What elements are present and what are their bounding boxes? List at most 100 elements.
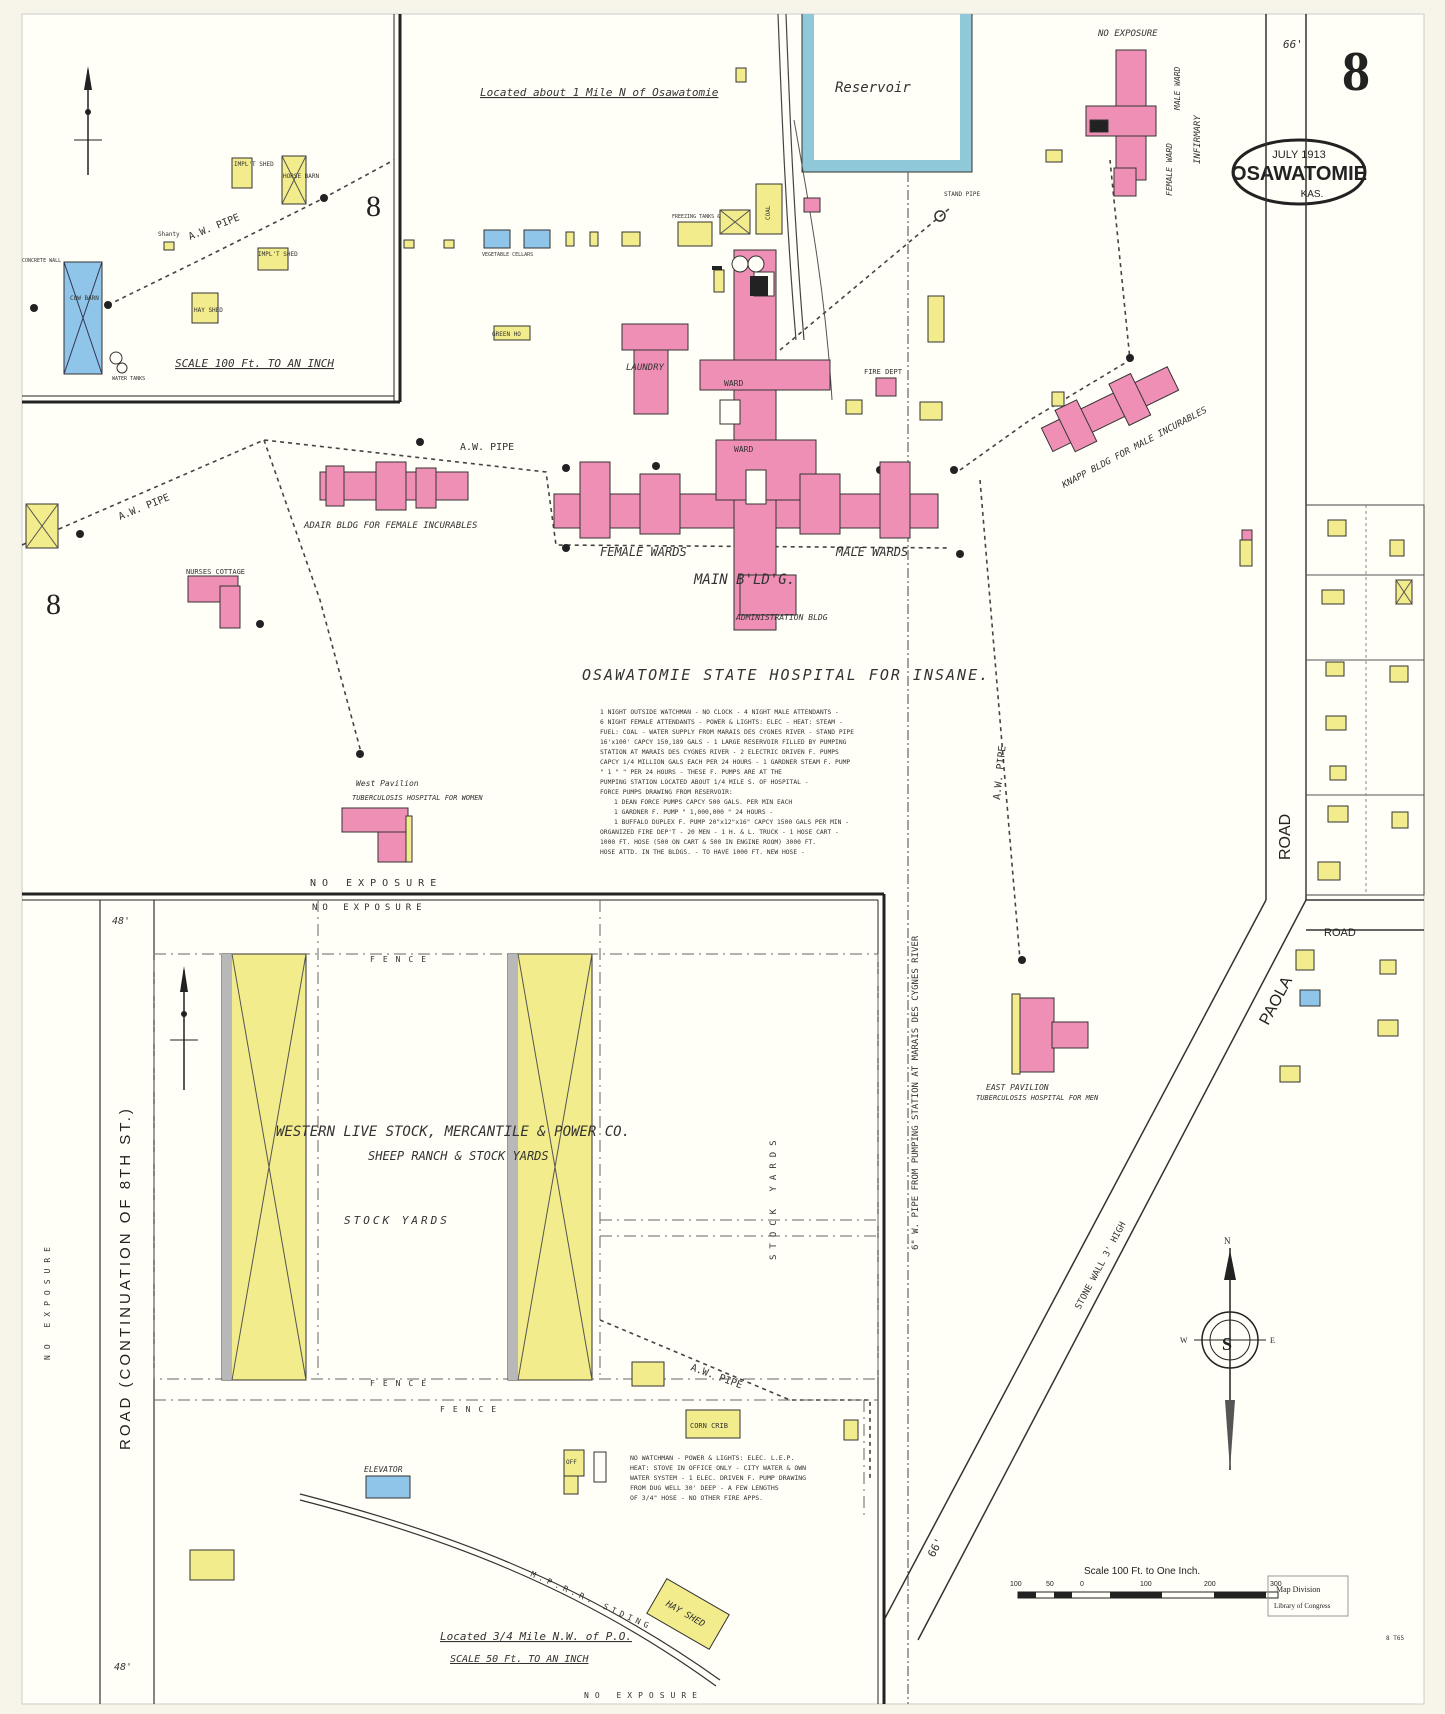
hospital-note-2: FUEL: COAL - WATER SUPPLY FROM MARAIS DE…: [600, 729, 854, 736]
pipe-west: [21, 439, 951, 549]
inset-water-pipe: [107, 159, 395, 306]
ranch-note-1: HEAT: STOVE IN OFFICE ONLY - CITY WATER …: [630, 1464, 806, 1472]
stamp-line-2: Library of Congress: [1274, 1602, 1331, 1610]
sheet-code: 8 T65: [1386, 1635, 1404, 1642]
ranch-note-4: OF 3/4" HOSE - NO OTHER FIRE APPS.: [630, 1494, 763, 1502]
laundry-label: LAUNDRY: [626, 363, 665, 373]
sheet-date: JULY 1913: [1272, 149, 1325, 161]
state-name: KAS.: [1301, 189, 1324, 200]
ranch-note-2: WATER SYSTEM - 1 ELEC. DRIVEN F. PUMP DR…: [630, 1474, 806, 1482]
sheep-shed-west: [221, 953, 307, 1381]
railway-siding: [299, 1493, 721, 1681]
fence-label-top: FENCE: [370, 955, 434, 964]
width-66-top: 66': [1283, 38, 1303, 51]
hospital-notes: 1 NIGHT OUTSIDE WATCHMAN - NO CLOCK - 4 …: [600, 709, 854, 856]
city-cartouche: JULY 1913 OSAWATOMIE KAS.: [1231, 138, 1367, 206]
hospital-title: OSAWATOMIE STATE HOSPITAL FOR INSANE.: [582, 666, 990, 684]
coal-label: COAL: [765, 205, 772, 220]
vegetable-cellars-label: VEGETABLE CELLARS: [482, 252, 533, 258]
hospital-note-8: FORCE PUMPS DRAWING FROM RESERVOIR:: [600, 789, 733, 796]
scale-tick-4: 200: [1204, 1581, 1216, 1588]
outbuildings: VEGETABLE CELLARS FREEZING TANKS & COLD …: [25, 67, 1065, 549]
nurses-cottage: NURSES COTTAGE: [186, 568, 245, 629]
stock-yards-label: STOCK YARDS: [344, 1214, 450, 1227]
ranch-no-exposure-inner: NO EXPOSURE: [312, 903, 427, 913]
office-label: OFF: [566, 1459, 577, 1466]
inset-key-number: 8: [366, 190, 381, 223]
ranch-no-exposure-left: NO EXPOSURE: [43, 1241, 52, 1360]
pipe-east-pavilion: [979, 479, 1021, 961]
adair-label: ADAIR BLDG FOR FEMALE INCURABLES: [303, 521, 478, 531]
compass-n: N: [1224, 1236, 1231, 1246]
main-building: FEMALE WARDS MALE WARDS MAIN B'LD'G. ADM…: [553, 249, 939, 631]
fence-label-lower: FENCE: [440, 1405, 504, 1414]
inset-label-cow-barn: COW BARN: [70, 295, 99, 302]
corn-crib-label: CORN CRIB: [690, 1422, 728, 1430]
pipe-note-vertical: 6" W. PIPE FROM PUMPING STATION AT MARAI…: [911, 935, 921, 1250]
scale-tick-2: 0: [1080, 1581, 1084, 1588]
inset-label-concrete-wall: CONCRETE WALL: [22, 258, 61, 264]
laundry-building: LAUNDRY: [621, 323, 689, 415]
ranch-notes: NO WATCHMAN - POWER & LIGHTS: ELEC. L.E.…: [630, 1454, 806, 1502]
west-pavilion: West Pavilion TUBERCULOSIS HOSPITAL FOR …: [341, 779, 483, 863]
reservoir: Reservoir: [801, 14, 973, 173]
sheet-number: 8: [1342, 41, 1370, 103]
ranch-title-1: WESTERN LIVE STOCK, MERCANTILE & POWER C…: [276, 1124, 630, 1140]
fence-label-bottom: FENCE: [370, 1379, 434, 1388]
hospital-note-4: STATION AT MARAIS DES CYGNES RIVER - 2 E…: [600, 749, 839, 756]
hospital-note-1: 6 NIGHT FEMALE ATTENDANTS - POWER & LIGH…: [600, 719, 843, 726]
inset-label-shanty: Shanty: [158, 231, 180, 238]
hospital-note-9: 1 DEAN FORCE PUMPS CAPCY 500 GALS. PER M…: [614, 799, 792, 806]
hospital-note-10: 1 GARDNER F. PUMP " 1,000,000 " 24 HOURS…: [614, 809, 773, 816]
east-pavilion: EAST PAVILION TUBERCULOSIS HOSPITAL FOR …: [976, 993, 1099, 1102]
hospital-note-11: 1 BUFFALO DUPLEX F. PUMP 20"x12"x16" CAP…: [614, 819, 849, 826]
lots-east: [1239, 504, 1425, 1083]
scale-tick-0: 100: [1010, 1581, 1022, 1588]
nurses-cottage-label: NURSES COTTAGE: [186, 568, 245, 576]
scale-bar: Scale 100 Ft. to One Inch. 100 50 0 100 …: [1010, 1566, 1282, 1599]
width-48-bottom: 48': [114, 1662, 132, 1673]
ranch-no-exposure-bottom: NO EXPOSURE: [584, 1691, 703, 1700]
ranch-note-0: NO WATCHMAN - POWER & LIGHTS: ELEC. L.E.…: [630, 1454, 794, 1462]
hay-shed-building: [646, 1577, 730, 1651]
hospital-note-12: ORGANIZED FIRE DEP'T - 20 MEN - 1 H. & L…: [600, 829, 839, 836]
male-wards-label: MALE WARDS: [835, 545, 908, 559]
green-house-label: GREEN HO: [492, 331, 521, 338]
sheet-area: [21, 13, 1425, 1705]
sheep-shed-east: [507, 953, 593, 1381]
road-label-right: ROAD: [1277, 814, 1294, 860]
female-ward-label: FEMALE WARD: [1165, 143, 1174, 196]
inset-label-impl-shed-2: IMPL'T SHED: [258, 251, 298, 258]
road-label-cross: ROAD: [1324, 927, 1356, 939]
city-name: OSAWATOMIE: [1231, 163, 1367, 185]
elevator-building: [365, 1475, 411, 1499]
hospital-note-5: CAPCY 1/4 MILLION GALS EACH PER 24 HOURS…: [600, 759, 850, 766]
female-wards-label: FEMALE WARDS: [600, 545, 687, 559]
infirmary-label: INFIRMARY: [1193, 115, 1203, 164]
inset-label-water-tanks: WATER TANKS: [112, 376, 145, 382]
ranch-location-note: Located 3/4 Mile N.W. of P.O.: [440, 1630, 632, 1643]
inset-label-horse-barn: HORSE BARN: [283, 173, 320, 180]
scale-tick-3: 100: [1140, 1581, 1152, 1588]
compass-w: W: [1180, 1336, 1188, 1345]
stock-yards-vertical-label: STOCK YARDS: [769, 1134, 779, 1260]
ward-label-2: WARD: [734, 445, 753, 454]
inset-label-impl-shed: IMPL'T SHED: [234, 161, 274, 168]
hospital-note-14: HOSE ATTD. IN THE BLDGS. - TO HAVE 1000 …: [600, 849, 805, 856]
ranch-no-exposure-top: NO EXPOSURE: [310, 878, 442, 889]
inset-north-arrow: [74, 66, 102, 175]
ward-label-1: WARD: [724, 379, 743, 388]
main-building-label: MAIN B'LD'G.: [693, 572, 795, 588]
scale-bar-title: Scale 100 Ft. to One Inch.: [1084, 1566, 1200, 1577]
stand-pipe-label: STAND PIPE: [944, 191, 981, 198]
inset-impl-shed-2: [257, 247, 289, 271]
pipe-to-west-pavilion: [263, 439, 363, 757]
pipe-knapp: [959, 159, 1131, 471]
administration-label: ADMINISTRATION BLDG: [735, 613, 828, 622]
ranch-scale-note: SCALE 50 Ft. TO AN INCH: [450, 1654, 589, 1665]
inset-label-hay-shed: HAY SHED: [194, 307, 223, 314]
east-pavilion-label-2: TUBERCULOSIS HOSPITAL FOR MEN: [976, 1094, 1099, 1102]
east-pavilion-label-1: EAST PAVILION: [986, 1083, 1049, 1092]
elevator-label: ELEVATOR: [364, 1465, 403, 1474]
